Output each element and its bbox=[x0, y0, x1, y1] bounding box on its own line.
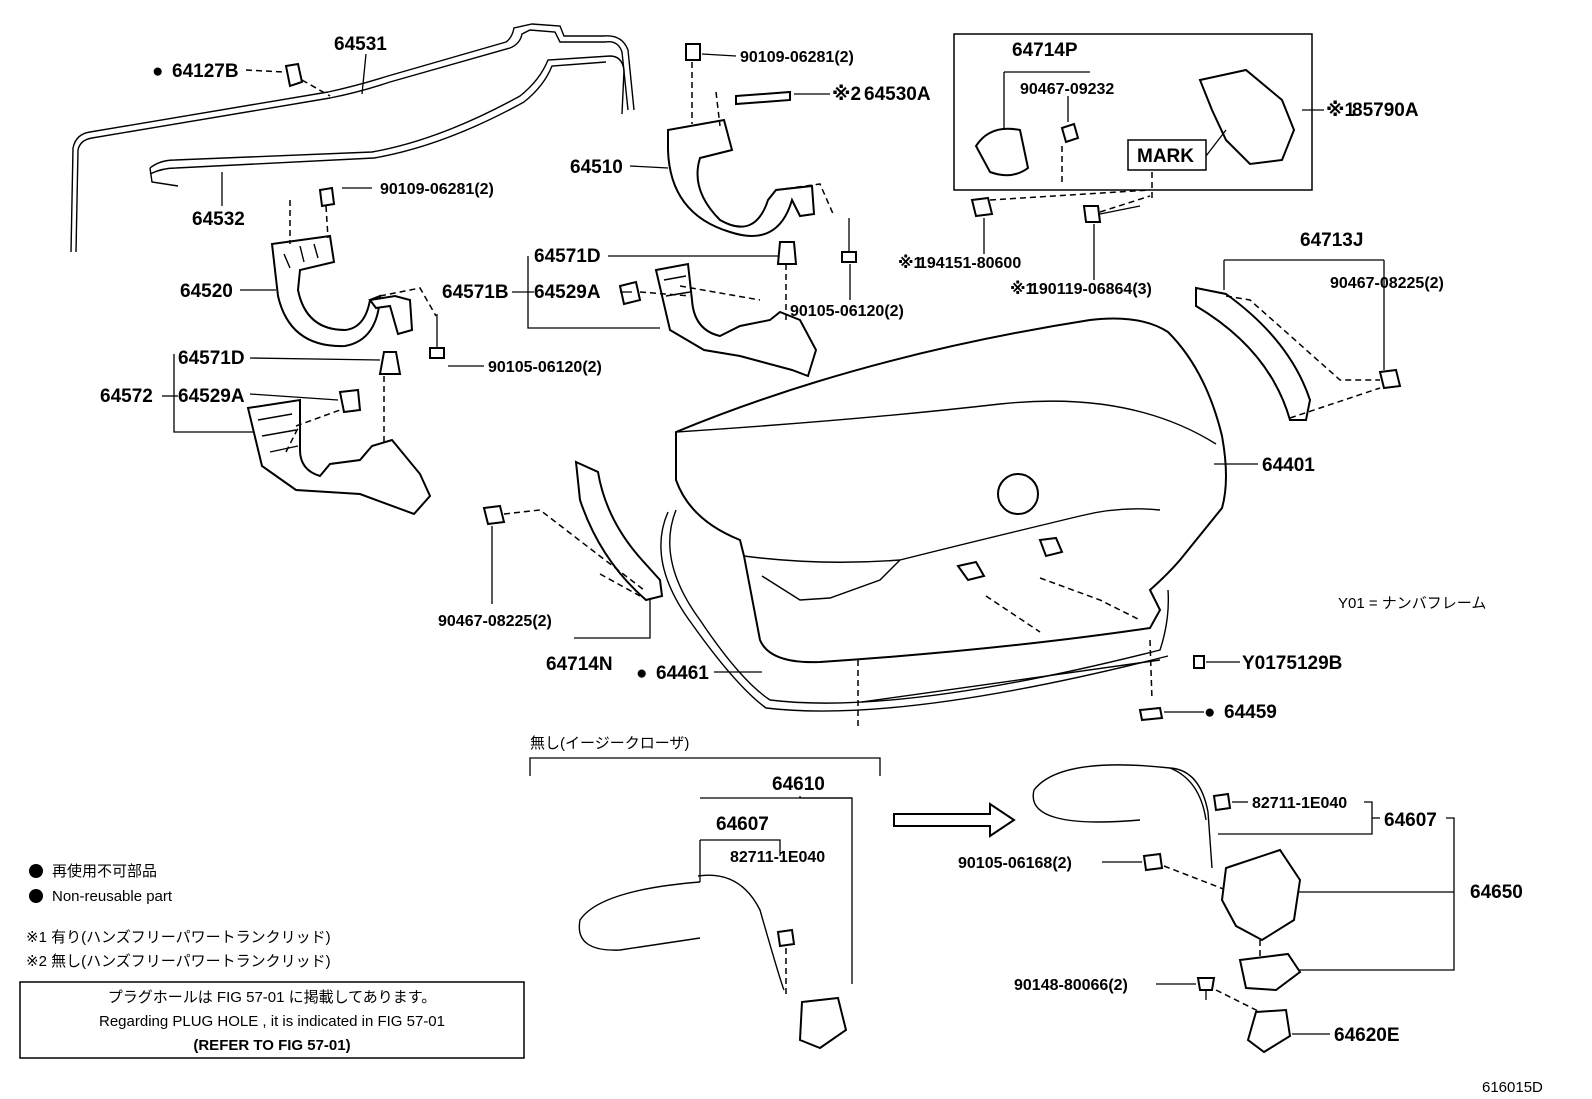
mark-label: MARK bbox=[1137, 146, 1194, 167]
label-64401: 64401 bbox=[1262, 455, 1315, 476]
lock-64610 bbox=[798, 996, 848, 1050]
hinge-box-64572 bbox=[246, 351, 432, 516]
hinge-64510 bbox=[667, 43, 816, 237]
label-Y0175129B: Y0175129B bbox=[1242, 653, 1342, 674]
ref1-mark-190119: ※1 bbox=[1010, 280, 1035, 298]
arrow-right-icon bbox=[893, 802, 1016, 838]
label-64530A: 64530A bbox=[864, 84, 931, 105]
label-85790A: 85790A bbox=[1352, 100, 1419, 121]
label-64610: 64610 bbox=[772, 774, 825, 795]
lock-64650 bbox=[1220, 848, 1302, 992]
label-64650: 64650 bbox=[1470, 882, 1523, 903]
non-reusable-dot-64459: ● bbox=[1204, 702, 1215, 723]
label-82711-1E040-right: 82711-1E040 bbox=[1252, 795, 1347, 812]
label-64607-left: 64607 bbox=[716, 814, 769, 835]
trunk-lid-64401 bbox=[675, 317, 1227, 664]
label-64607-right: 64607 bbox=[1384, 810, 1437, 831]
plug-hole-line-3: (REFER TO FIG 57-01) bbox=[193, 1037, 350, 1054]
non-reusable-dot: ● bbox=[152, 61, 163, 82]
label-82711-1E040-left: 82711-1E040 bbox=[730, 849, 825, 866]
label-90467-09232: 90467-09232 bbox=[1020, 81, 1114, 98]
legend-dot-jp bbox=[29, 864, 43, 878]
plug-Y0175129B bbox=[1193, 655, 1205, 669]
hinge-box-64571B bbox=[618, 241, 818, 378]
legend-dot-en bbox=[29, 889, 43, 903]
label-90105-06120-lower: 90105-06120(2) bbox=[488, 359, 602, 376]
easy-closer-none-label: 無し(イージークローザ) bbox=[530, 735, 689, 752]
label-64529A-lower: 64529A bbox=[178, 386, 245, 407]
torsion-bar-64532 bbox=[149, 55, 625, 187]
cable-64607-left bbox=[578, 874, 796, 991]
bolt-90105-lower bbox=[429, 314, 445, 359]
label-90105-06120-upper: 90105-06120(2) bbox=[790, 303, 904, 320]
label-64714P: 64714P bbox=[1012, 40, 1078, 61]
label-90109-06281-upper: 90109-06281(2) bbox=[740, 49, 854, 66]
y01-note: Y01 = ナンバフレーム bbox=[1338, 595, 1486, 612]
label-190119-06864: 190119-06864(3) bbox=[1030, 281, 1152, 298]
weatherstrip-64461 bbox=[660, 509, 1170, 712]
lock-assy-box bbox=[953, 33, 1313, 191]
nut-194151 bbox=[970, 196, 994, 218]
label-64714N: 64714N bbox=[546, 654, 613, 675]
label-64713J: 64713J bbox=[1300, 230, 1363, 251]
label-64571B: 64571B bbox=[442, 282, 509, 303]
label-90109-06281-lower: 90109-06281(2) bbox=[380, 181, 494, 198]
label-64571D-upper: 64571D bbox=[534, 246, 601, 267]
label-64520: 64520 bbox=[180, 281, 233, 302]
label-194151-80600: 194151-80600 bbox=[918, 255, 1021, 272]
label-90467-08225-left: 90467-08225(2) bbox=[438, 613, 552, 630]
plug-hole-note-box: プラグホールは FIG 57-01 に掲載してあります。 Regarding P… bbox=[19, 981, 525, 1059]
label-90467-08225-right: 90467-08225(2) bbox=[1330, 275, 1444, 292]
label-64572: 64572 bbox=[100, 386, 153, 407]
screw-90148-80066 bbox=[1196, 977, 1216, 1000]
label-64620E: 64620E bbox=[1334, 1025, 1400, 1046]
bracket-64713J bbox=[1195, 286, 1402, 421]
torsion-bar-64531 bbox=[70, 23, 635, 253]
legend-non-reusable-en: Non-reusable part bbox=[52, 888, 173, 905]
label-64532: 64532 bbox=[192, 209, 245, 230]
label-64531: 64531 bbox=[334, 34, 387, 55]
plug-hole-line-1: プラグホールは FIG 57-01 に掲載してあります。 bbox=[108, 989, 436, 1006]
bracket-64714N bbox=[482, 460, 664, 602]
ref1-mark-194151: ※1 bbox=[898, 254, 923, 272]
bolt-90105-06168 bbox=[1142, 852, 1164, 872]
label-64461: 64461 bbox=[656, 663, 709, 684]
torsion-bar-clip bbox=[284, 62, 304, 88]
figure-code: 616015D bbox=[1482, 1079, 1543, 1096]
bolt-90105-upper bbox=[841, 218, 857, 263]
ref1-mark-85790A: ※1 bbox=[1326, 100, 1355, 121]
non-reusable-dot-64461: ● bbox=[636, 663, 647, 684]
legend-non-reusable-jp: 再使用不可部品 bbox=[52, 863, 157, 880]
cable-64607-right bbox=[1032, 764, 1232, 869]
label-90105-06168: 90105-06168(2) bbox=[958, 855, 1072, 872]
label-90148-80066: 90148-80066(2) bbox=[1014, 977, 1128, 994]
legend-note-1: ※1 有り(ハンズフリーパワートランクリッド) bbox=[26, 929, 331, 946]
label-64529A-upper: 64529A bbox=[534, 282, 601, 303]
label-64571D-lower: 64571D bbox=[178, 348, 245, 369]
plug-64459 bbox=[1138, 706, 1164, 722]
striker-64620E bbox=[1246, 1008, 1292, 1054]
hinge-64520 bbox=[270, 186, 414, 348]
label-64127B: 64127B bbox=[172, 61, 239, 82]
bolt-190119 bbox=[1082, 205, 1141, 223]
label-64510: 64510 bbox=[570, 157, 623, 178]
plug-hole-line-2: Regarding PLUG HOLE , it is indicated in… bbox=[99, 1013, 445, 1030]
ref2-mark-64530A: ※2 bbox=[832, 84, 861, 105]
legend-note-2: ※2 無し(ハンズフリーパワートランクリッド) bbox=[26, 953, 331, 970]
label-64459: 64459 bbox=[1224, 702, 1277, 723]
